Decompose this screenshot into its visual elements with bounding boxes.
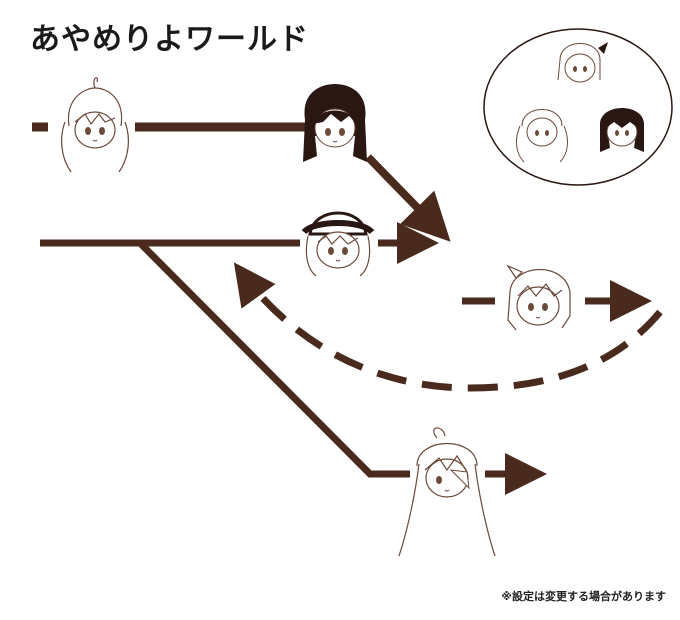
character-head-long-hair	[398, 427, 496, 557]
inset-head-twin-tail	[516, 109, 568, 163]
inset-head-ponytail	[557, 42, 608, 83]
character-head-dark-hair	[303, 84, 367, 162]
timeline-branch-line	[137, 240, 547, 495]
character-group-inset	[483, 28, 673, 186]
inset-head-dark-hair	[599, 108, 645, 152]
dashed-return-arrow	[233, 262, 663, 392]
character-head-hat	[301, 211, 375, 277]
character-head-side-ribbon	[506, 264, 571, 331]
character-head-twin-tail	[61, 77, 129, 173]
page-title: あやめりよワールド	[30, 22, 309, 57]
disclaimer-note: ※設定は変更する場合があります	[501, 590, 666, 603]
